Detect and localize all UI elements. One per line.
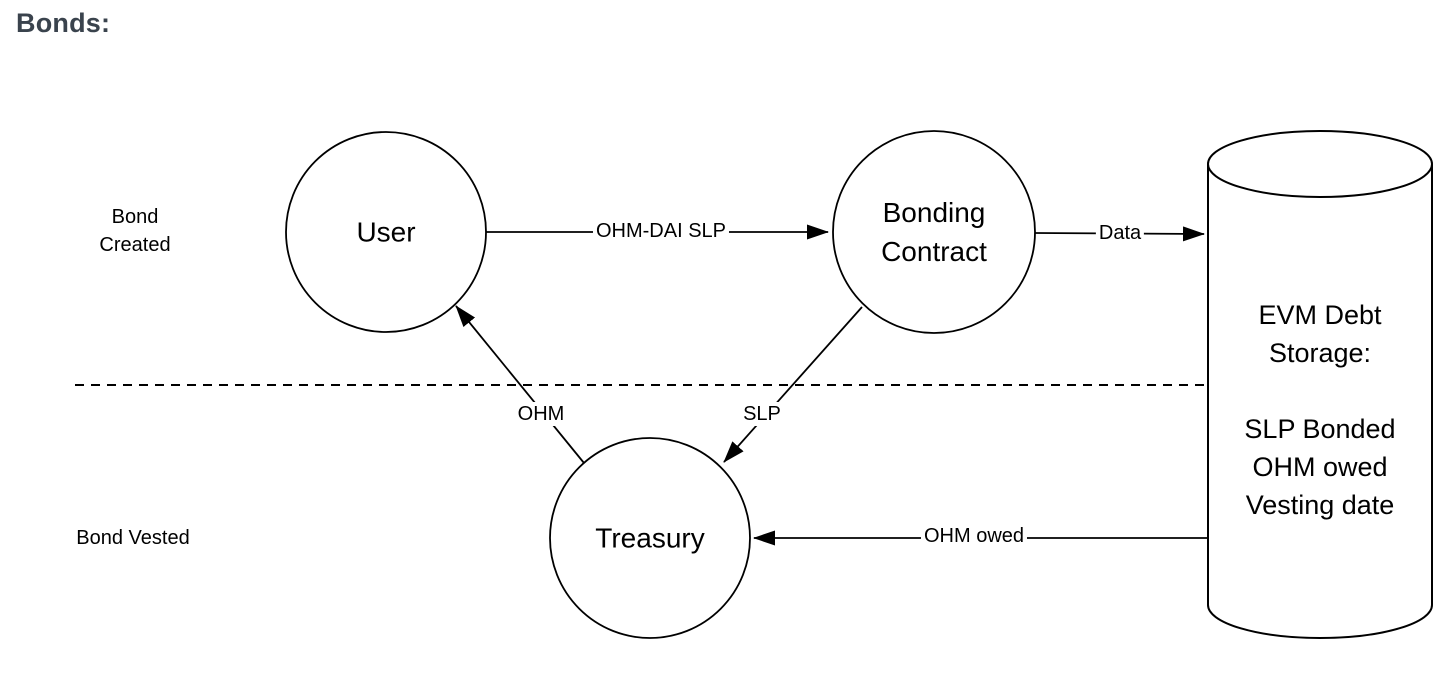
- edge-label-ohm-owed: OHM owed: [920, 524, 1028, 548]
- storage-cylinder-top: [1207, 130, 1433, 198]
- bonding-contract-node-label: Bonding Contract: [881, 197, 987, 267]
- storage-heading: EVM Debt Storage:: [1258, 300, 1382, 368]
- user-node-circle: [285, 131, 487, 333]
- phase-label-bond-created: Bond Created: [99, 206, 171, 256]
- edge-bonding-contract-to-treasury-arrow: [723, 306, 863, 463]
- phase-label-bond-vested: Bond Vested: [76, 527, 190, 549]
- edge-treasury-to-user-arrow: [455, 305, 585, 464]
- treasury-node-label: Treasury: [595, 522, 705, 554]
- edge-label-ohm-dai-slp: OHM-DAI SLP: [592, 219, 730, 243]
- bonding-contract-node-circle: [832, 130, 1036, 334]
- user-node-label: User: [356, 216, 416, 248]
- storage-spacer: [1212, 372, 1428, 410]
- storage-field-ohm-owed: OHM owed: [1252, 452, 1388, 482]
- storage-field-slp-bonded: SLP Bonded: [1244, 414, 1396, 444]
- storage-cylinder-body: [1207, 164, 1433, 639]
- edge-label-ohm: OHM: [514, 402, 568, 426]
- page-title: Bonds:: [16, 8, 111, 38]
- edge-label-data: Data: [1095, 221, 1145, 245]
- storage-field-vesting-date: Vesting date: [1245, 490, 1395, 520]
- treasury-node-circle: [549, 437, 751, 639]
- storage-node-text: EVM Debt Storage: SLP Bonded OHM owed Ve…: [1212, 296, 1428, 524]
- edge-label-slp: SLP: [740, 402, 784, 426]
